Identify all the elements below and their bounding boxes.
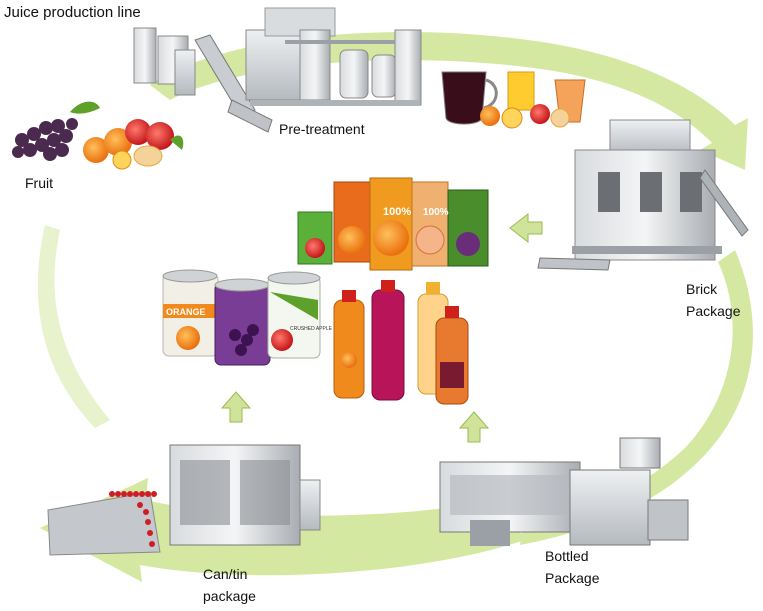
pretreatment-machine [133, 7, 422, 133]
label-can-line1: Can/tin [203, 566, 248, 582]
page-title: Juice production line [4, 4, 141, 21]
carton-label: 100% [383, 206, 411, 218]
label-bottled-line2: Package [545, 570, 600, 586]
can-label-orange: ORANGE [166, 307, 206, 317]
label-can-line2: package [203, 588, 256, 604]
bottle-machine [439, 437, 689, 546]
carton-label-2: 100% [423, 207, 449, 218]
label-bottled-line1: Bottled [545, 548, 589, 564]
can-label-apple: CRUSHED APPLE [290, 326, 333, 332]
label-fruit: Fruit [25, 175, 53, 191]
label-brick-line2: Package [686, 303, 741, 319]
juice-glasses-image [441, 71, 586, 129]
can-group: ORANGE CRUSHED APPLE [162, 269, 333, 366]
small-arrow-bottle [458, 411, 490, 443]
label-pretreatment: Pre-treatment [279, 121, 365, 137]
small-arrow-can [220, 391, 252, 423]
small-arrow-brick [509, 212, 543, 244]
label-brick: Brick Package [686, 278, 740, 322]
label-bottled: Bottled Package [545, 545, 599, 589]
can-machine [47, 444, 321, 556]
label-can: Can/tin package [203, 563, 256, 607]
fruit-image [12, 101, 184, 170]
label-brick-line1: Brick [686, 281, 718, 297]
brick-machine [537, 119, 749, 271]
bottle-group [333, 280, 469, 405]
carton-group: 100% 100% [297, 177, 489, 271]
